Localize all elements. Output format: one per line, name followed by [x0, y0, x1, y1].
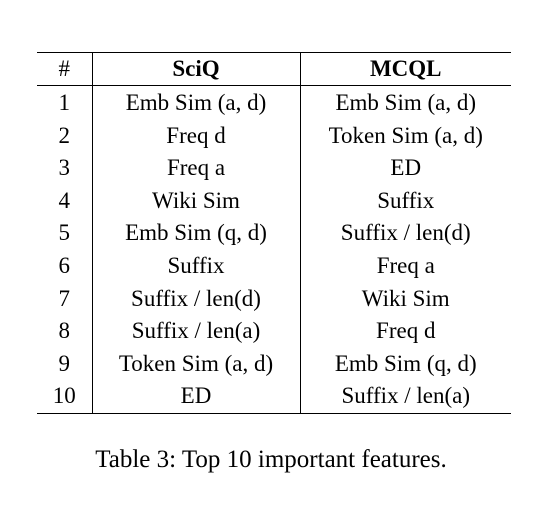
sciq-feature-cell: Suffix / len(d): [92, 282, 301, 316]
mcql-feature-cell: Suffix / len(d): [340, 220, 471, 246]
sciq-feature-cell: ED: [92, 380, 301, 414]
sciq-feature-cell: Emb Sim (a, d): [92, 85, 301, 120]
mcql-feature-cell: Token Sim (a, d): [328, 122, 483, 148]
rank-cell: 10: [37, 380, 93, 414]
rank-cell: 2: [37, 119, 93, 153]
rank-cell: 5: [37, 217, 93, 250]
table-caption: Table 3: Top 10 important features.: [95, 446, 447, 473]
mcql-feature-cell: Suffix: [377, 187, 435, 213]
sciq-feature-cell: Suffix / len(a): [92, 315, 301, 348]
sciq-feature-cell: Freq a: [92, 152, 301, 185]
rank-cell: 4: [37, 184, 93, 218]
rank-cell: 6: [37, 249, 93, 283]
sciq-feature-cell: Suffix: [92, 249, 301, 283]
header-mcql: MCQL: [369, 56, 442, 81]
sciq-feature-cell: Freq d: [92, 119, 301, 153]
mcql-feature-cell: Freq d: [376, 318, 436, 344]
mcql-feature-cell: Wiki Sim: [361, 285, 450, 311]
rank-cell: 3: [37, 152, 93, 185]
header-sciq: SciQ: [92, 52, 301, 86]
sciq-feature-cell: Emb Sim (q, d): [92, 217, 301, 250]
mcql-feature-cell: Suffix / len(a): [341, 383, 471, 409]
mcql-feature-cell: Freq a: [376, 252, 435, 278]
rank-cell: 9: [37, 347, 93, 381]
mcql-feature-cell: ED: [390, 155, 422, 181]
sciq-feature-cell: Token Sim (a, d): [92, 347, 301, 381]
rank-cell: 1: [37, 85, 93, 120]
header-rank: #: [37, 52, 93, 86]
mcql-feature-cell: Emb Sim (q, d): [334, 350, 477, 376]
header-row: # SciQ MCQL: [37, 52, 511, 86]
sciq-feature-cell: Wiki Sim: [92, 184, 301, 218]
rank-cell: 7: [37, 282, 93, 316]
rank-cell: 8: [37, 315, 93, 348]
mcql-feature-cell: Emb Sim (a, d): [335, 90, 477, 115]
